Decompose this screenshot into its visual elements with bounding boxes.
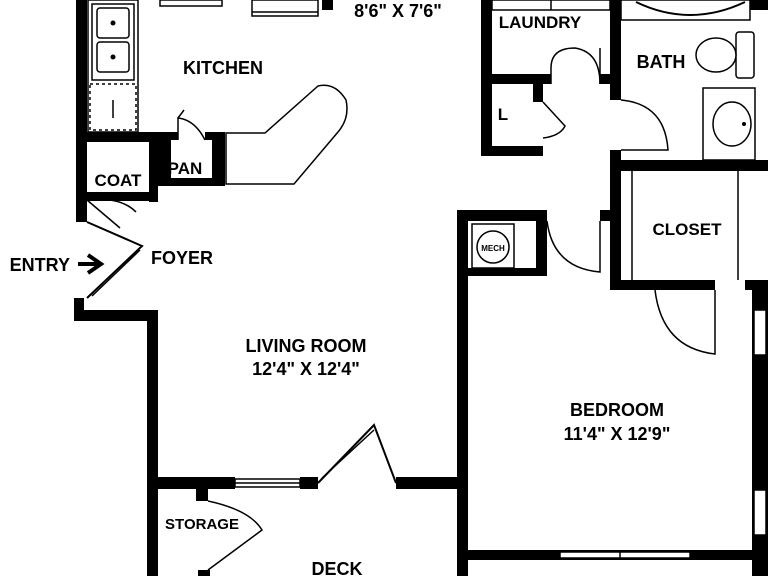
bedroom-dimensions-label: 11'4" X 12'9" xyxy=(564,424,671,444)
entry-label: ENTRY xyxy=(10,255,70,275)
windows xyxy=(234,309,767,559)
bathtub-icon xyxy=(635,1,746,16)
foyer-label: FOYER xyxy=(151,248,213,268)
mech-label: MECH xyxy=(481,244,505,253)
coat-label: COAT xyxy=(95,171,143,190)
kitchen-island xyxy=(225,84,348,185)
closet-rods xyxy=(631,171,739,280)
bath-label: BATH xyxy=(637,52,686,72)
storage-label: STORAGE xyxy=(165,516,239,533)
laundry-label: LAUNDRY xyxy=(499,13,582,32)
living-room-label: LIVING ROOM xyxy=(246,336,367,356)
kitchen-label: KITCHEN xyxy=(183,58,263,78)
laundry-fixtures xyxy=(491,0,611,11)
dishwasher-icon xyxy=(89,83,137,131)
living-room-dimensions-label: 12'4" X 12'4" xyxy=(252,359,360,379)
doors xyxy=(86,47,716,576)
pantry-label: PAN xyxy=(168,159,203,178)
dining-dimensions-label: 8'6" X 7'6" xyxy=(354,1,442,21)
deck-label: DECK xyxy=(311,559,362,576)
toilet-icon xyxy=(695,37,737,73)
bedroom-label: BEDROOM xyxy=(570,400,664,420)
bath-sink-icon xyxy=(712,101,752,147)
arrow-right-icon xyxy=(78,253,105,275)
bath-fixtures xyxy=(620,0,756,161)
closet-label: CLOSET xyxy=(653,220,723,239)
mech-unit xyxy=(471,223,515,269)
walls xyxy=(74,0,768,576)
kitchen-fixtures xyxy=(87,0,348,185)
linen-label: L xyxy=(498,105,508,124)
